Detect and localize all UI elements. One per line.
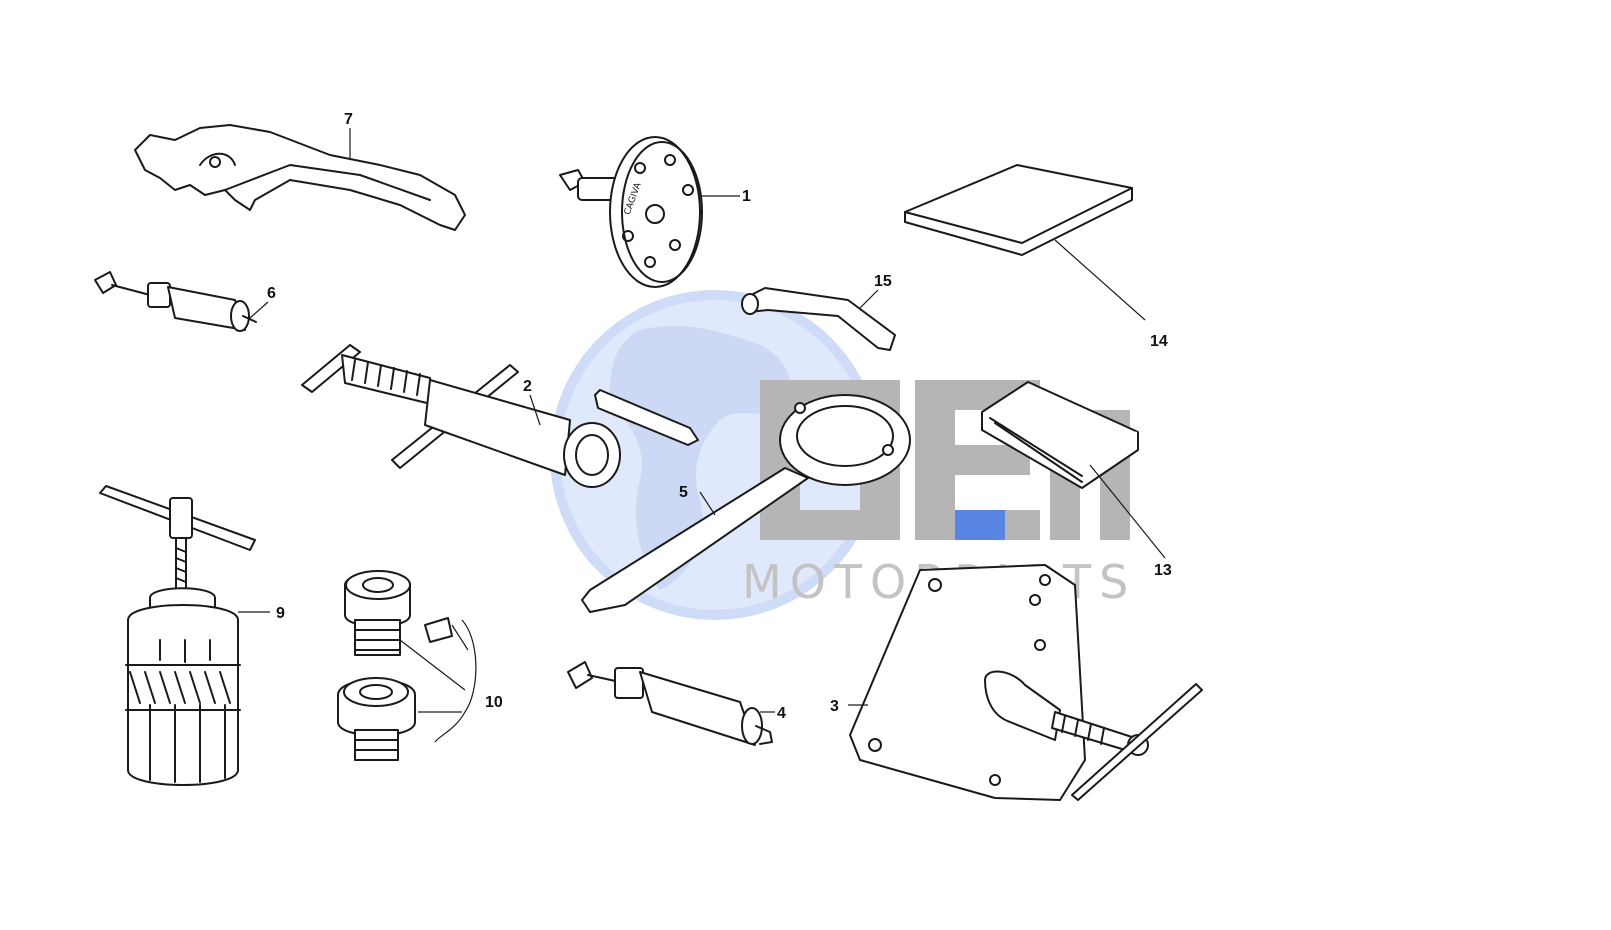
part-15-hex-key	[741, 287, 896, 351]
part-10-adapters	[337, 570, 477, 761]
callout-2: 2	[523, 378, 532, 395]
callout-7: 7	[344, 111, 353, 128]
callout-6: 6	[267, 285, 276, 302]
callout-14: 14	[1150, 333, 1168, 350]
callout-13: 13	[1154, 562, 1172, 579]
callout-10: 10	[485, 694, 503, 711]
part-13-manual-book	[981, 381, 1166, 559]
part-6-puller	[94, 271, 269, 332]
part-2-bushing-puller	[301, 344, 699, 488]
callout-15: 15	[874, 273, 892, 290]
part-14-manual	[904, 164, 1146, 321]
callout-3: 3	[830, 698, 839, 715]
part-4-puller	[567, 661, 775, 746]
part-9-t-handle-puller	[99, 485, 270, 786]
part-1-flange-puller: CAGIVA	[559, 136, 740, 288]
watermark-accent-bar	[955, 510, 1005, 540]
callout-4: 4	[777, 705, 786, 722]
callout-9: 9	[276, 605, 285, 622]
watermark-letter-e	[915, 380, 1040, 540]
callout-labels: 1 2 3 4 5 6 7 9 10 13 14 15	[267, 111, 1172, 722]
part-5-ring-spanner	[581, 394, 911, 613]
watermark-continents	[610, 325, 791, 590]
part-3-plate-puller	[848, 564, 1203, 801]
callout-1: 1	[742, 188, 751, 205]
callout-5: 5	[679, 484, 688, 501]
part-7-pliers	[134, 124, 466, 231]
